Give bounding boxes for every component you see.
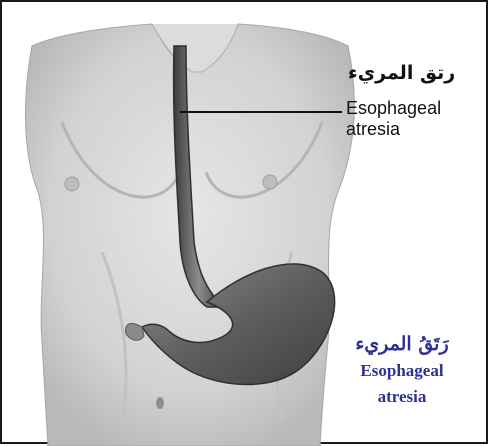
anatomy-label-arabic: رتق المريء [348,62,455,84]
anatomy-label-english-line1: Esophageal [346,98,441,119]
caption-english-line1: Esophageal [332,358,472,384]
anatomy-label-english-line2: atresia [346,119,441,140]
caption-arabic: رَتَقُ المريء [332,330,472,358]
anatomy-label-english: Esophageal atresia [346,98,441,140]
nipple-right [263,175,277,189]
navel [156,397,164,409]
nipple-left [65,177,79,191]
figure-caption: رَتَقُ المريء Esophageal atresia [332,330,472,410]
caption-english-line2: atresia [332,384,472,410]
